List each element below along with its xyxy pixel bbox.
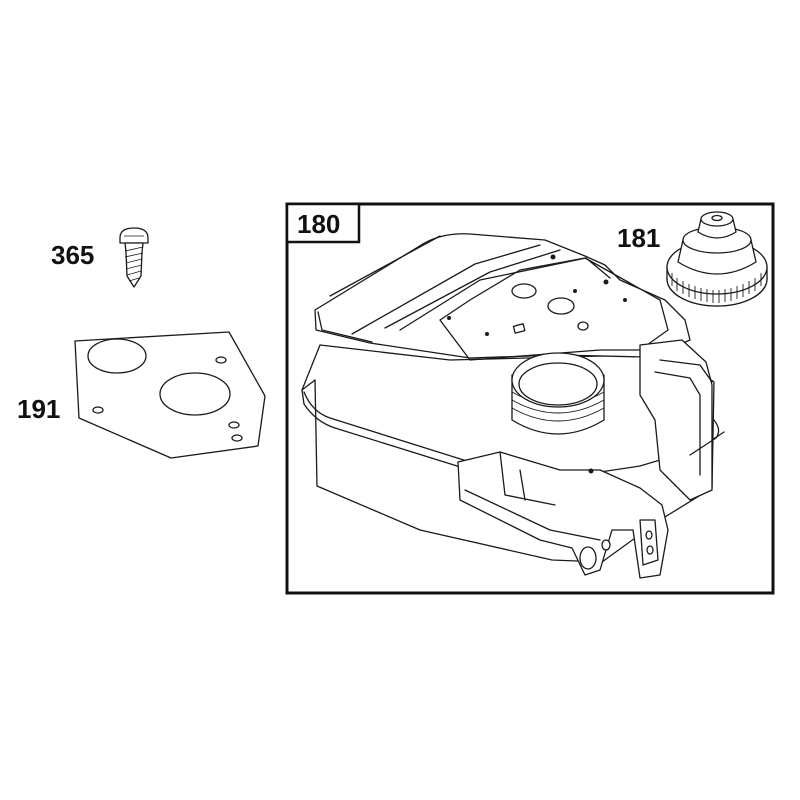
tank-group-frame xyxy=(285,202,775,595)
fuel-tank-drawing xyxy=(301,233,725,579)
screw-drawing xyxy=(119,227,149,288)
part-number-181: 181 xyxy=(617,223,661,253)
fuel-cap-drawing xyxy=(666,211,768,307)
part-number-365: 365 xyxy=(51,240,95,270)
part-number-180: 180 xyxy=(297,209,341,239)
part-number-191: 191 xyxy=(17,394,61,424)
tank-label-box xyxy=(285,202,361,244)
gasket-drawing xyxy=(74,331,266,459)
